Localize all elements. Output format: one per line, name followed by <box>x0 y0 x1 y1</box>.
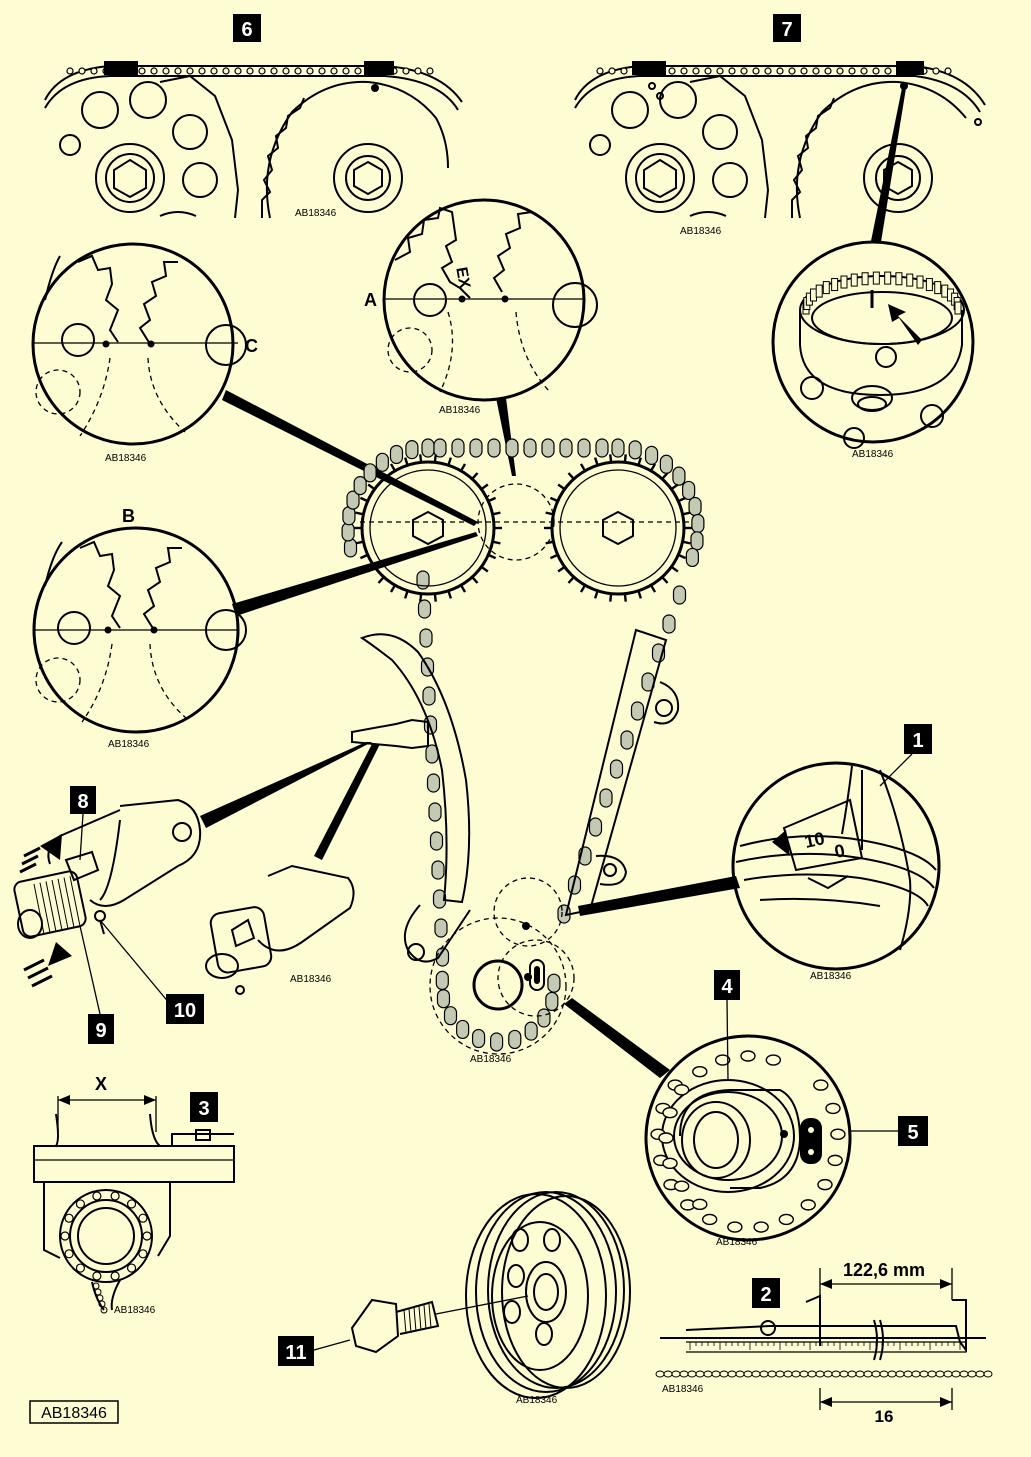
ref-code-B: AB18346 <box>108 739 150 750</box>
callout-2-label: 2 <box>760 1284 771 1306</box>
callout-9-label: 9 <box>95 1020 106 1042</box>
detail-A-zoom: EX A AB18346 <box>364 198 598 476</box>
leader-C <box>222 390 478 526</box>
callout-10 <box>166 994 204 1024</box>
callout-4-label: 4 <box>721 976 733 998</box>
ref-code-1: AB18346 <box>810 971 852 982</box>
leader-pin-a <box>200 742 372 828</box>
chain-7 <box>574 61 986 113</box>
crank-mark-0: 0 <box>833 840 847 862</box>
callout-7-label: 7 <box>781 19 792 41</box>
callout-3-label: 3 <box>198 1098 209 1120</box>
ref-code-zoom-top: AB18346 <box>852 449 894 460</box>
ref-code-main: AB18346 <box>470 1054 512 1065</box>
callout-5-label: 5 <box>907 1122 918 1144</box>
detail-7-camshaft-sprockets: 7 AB18346 <box>574 14 986 248</box>
detail-B-zoom: B AB18346 <box>32 506 478 750</box>
figure-code: AB18346 <box>41 1405 107 1422</box>
detail-3-caliper: X 3 AB18346 <box>33 1074 235 1316</box>
ref-code-tensioner: AB18346 <box>290 974 332 985</box>
callout-8 <box>70 786 96 814</box>
arrow-icon <box>888 304 922 345</box>
dimension-X: X <box>95 1074 107 1094</box>
detail-6-camshaft-sprockets: 6 AB18346 <box>44 14 463 219</box>
length-measurement: 122,6 mm <box>843 1260 925 1280</box>
figure-code-box: AB18346 <box>29 1400 119 1424</box>
callout-3 <box>190 1092 218 1122</box>
detail-11-pulley: 11 AB18346 <box>278 1191 631 1406</box>
ref-code-6: AB18346 <box>295 208 337 219</box>
main-timing-assembly: AB18346 <box>341 438 705 1065</box>
ref-code-3: AB18346 <box>114 1305 156 1316</box>
detail-C-zoom: C AB18346 <box>31 242 478 526</box>
callout-11-label: 11 <box>285 1342 306 1364</box>
ref-code-C: AB18346 <box>105 453 147 464</box>
ref-code-A: AB18346 <box>439 405 481 416</box>
callout-10-label: 10 <box>174 1000 196 1022</box>
callout-9 <box>88 1014 114 1044</box>
link-count: 16 <box>875 1407 894 1426</box>
crank-mark-10: 10 <box>803 828 827 852</box>
exhaust-marking-EX: EX <box>452 266 473 290</box>
detail-2-chain-length: 122,6 mm 16 2 AB18346 <box>655 1260 993 1426</box>
sprocket-6-left <box>59 74 240 219</box>
callout-11 <box>278 1336 314 1366</box>
sprocket-7-left <box>589 74 770 219</box>
camshaft-sprocket-right <box>550 460 686 596</box>
callout-4 <box>714 970 740 1000</box>
callout-1-label: 1 <box>912 730 923 752</box>
callout-2 <box>752 1278 780 1308</box>
callout-8-label: 8 <box>77 791 88 813</box>
callout-6-label: 6 <box>241 19 252 41</box>
leader-B <box>232 532 478 616</box>
ref-code-5: AB18346 <box>716 1237 758 1248</box>
chain-tensioner-group: 8 9 10 AB18346 <box>13 718 429 1044</box>
chain-6 <box>44 61 463 111</box>
release-arrow-icon <box>23 942 72 988</box>
ref-code-2: AB18346 <box>662 1384 704 1395</box>
detail-sprocket-mark-zoom: AB18346 <box>771 240 975 460</box>
leader-1 <box>578 876 740 916</box>
timing-chain <box>341 438 705 1052</box>
ref-code-7: AB18346 <box>680 226 722 237</box>
leader-pin-b <box>314 744 380 860</box>
sprocket-6-right <box>261 80 449 219</box>
leader-4-5 <box>564 998 670 1078</box>
leader-A <box>496 398 516 476</box>
leader-7-zoom <box>870 88 906 248</box>
tensioner-guide-rail <box>359 633 471 904</box>
callout-1 <box>904 724 932 754</box>
pulley-bolt <box>350 1298 400 1354</box>
callout-5 <box>898 1116 928 1146</box>
detail-1-crank-marks: 10 0 1 AB18346 <box>578 724 941 982</box>
ref-code-11: AB18346 <box>516 1395 558 1406</box>
label-A: A <box>364 290 377 310</box>
callout-7 <box>773 14 801 42</box>
press-arrow-icon <box>19 834 62 874</box>
label-C: C <box>245 336 258 356</box>
callout-6 <box>233 14 261 42</box>
detail-4-5-crank-sprocket: 4 5 AB18346 <box>564 970 928 1248</box>
label-B: B <box>122 506 135 526</box>
